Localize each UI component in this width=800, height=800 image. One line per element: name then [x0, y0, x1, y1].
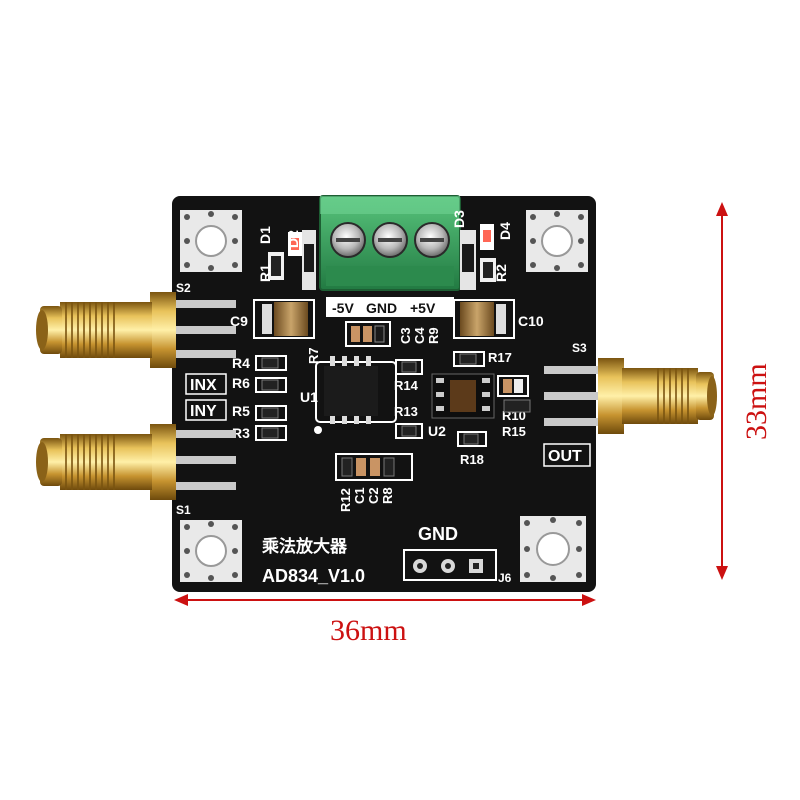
sma-connector-s1: S1: [36, 424, 236, 517]
label-s1: S1: [176, 503, 191, 517]
label-s3: S3: [572, 341, 587, 355]
capacitor-c9: C9: [230, 299, 315, 339]
cluster-top: C3 C4 R9 R7: [306, 321, 441, 364]
power-labels: -5V GND +5V: [326, 297, 454, 317]
label-r12: R12: [338, 488, 353, 512]
label-r17: R17: [488, 350, 512, 365]
label-gnd-header: GND: [418, 524, 458, 544]
label-r13: R13: [394, 404, 418, 419]
chip-u1: U1: [300, 356, 397, 434]
label-c9: C9: [230, 313, 248, 329]
label-d2: D2: [285, 230, 301, 248]
pcb-board: [172, 196, 596, 592]
label-r14: R14: [394, 378, 419, 393]
label-j6: J6: [498, 571, 512, 585]
mount-hole-top-right: [526, 210, 588, 272]
label-d3: D3: [451, 210, 467, 228]
width-label: 36mm: [330, 614, 407, 647]
center-resistors: R14 R13: [394, 359, 423, 439]
height-dimension: 33mm: [716, 202, 773, 580]
label-r8: R8: [380, 487, 395, 504]
screw-terminal: [319, 195, 461, 291]
label-r3: R3: [232, 425, 250, 441]
version-label: AD834_V1.0: [262, 566, 365, 586]
label-r15: R15: [502, 424, 526, 439]
label-iny: INY: [190, 403, 217, 420]
mount-hole-bottom-left: [180, 520, 242, 582]
header-j6: GND J6: [403, 524, 512, 585]
label-r4: R4: [232, 355, 250, 371]
right-resistors: R17 R10 R15 R18: [453, 350, 531, 467]
product-name: 乘法放大器: [261, 536, 348, 556]
label-c3: C3: [398, 327, 413, 344]
cluster-bottom: R12 C1 C2 R8: [335, 453, 413, 512]
sma-connector-s2: S2: [36, 281, 236, 368]
label-r7: R7: [306, 347, 321, 364]
top-left-components: R1 D1 D2: [257, 226, 316, 290]
left-resistors: R4 R6 R5 R3: [232, 355, 287, 441]
power-label-pos: +5V: [410, 300, 436, 316]
label-c1: C1: [352, 487, 367, 504]
label-s2: S2: [176, 281, 191, 295]
chip-u2: U2: [428, 373, 495, 439]
label-u1: U1: [300, 389, 318, 405]
label-r5: R5: [232, 403, 250, 419]
sma-connector-s3: S3 OUT: [543, 341, 717, 467]
top-right-components: D3 D4 R2: [451, 210, 513, 290]
width-dimension: 36mm: [174, 594, 596, 647]
power-label-neg: -5V: [332, 300, 354, 316]
mount-hole-bottom-right: [520, 516, 586, 582]
height-label: 33mm: [740, 363, 773, 440]
label-r18: R18: [460, 452, 484, 467]
label-r6: R6: [232, 375, 250, 391]
label-c4: C4: [412, 327, 427, 344]
label-u2: U2: [428, 423, 446, 439]
capacitor-c10: C10: [453, 299, 544, 339]
label-out: OUT: [548, 448, 582, 465]
mount-hole-top-left: [180, 210, 242, 272]
label-r2: R2: [493, 264, 509, 282]
power-label-gnd: GND: [366, 300, 397, 316]
label-r9: R9: [426, 327, 441, 344]
label-c2: C2: [366, 487, 381, 504]
label-d1: D1: [257, 226, 273, 244]
label-c10: C10: [518, 313, 544, 329]
label-inx: INX: [190, 377, 217, 394]
label-d4: D4: [497, 222, 513, 240]
label-r1: R1: [257, 264, 273, 282]
input-labels: INX INY: [185, 373, 227, 421]
